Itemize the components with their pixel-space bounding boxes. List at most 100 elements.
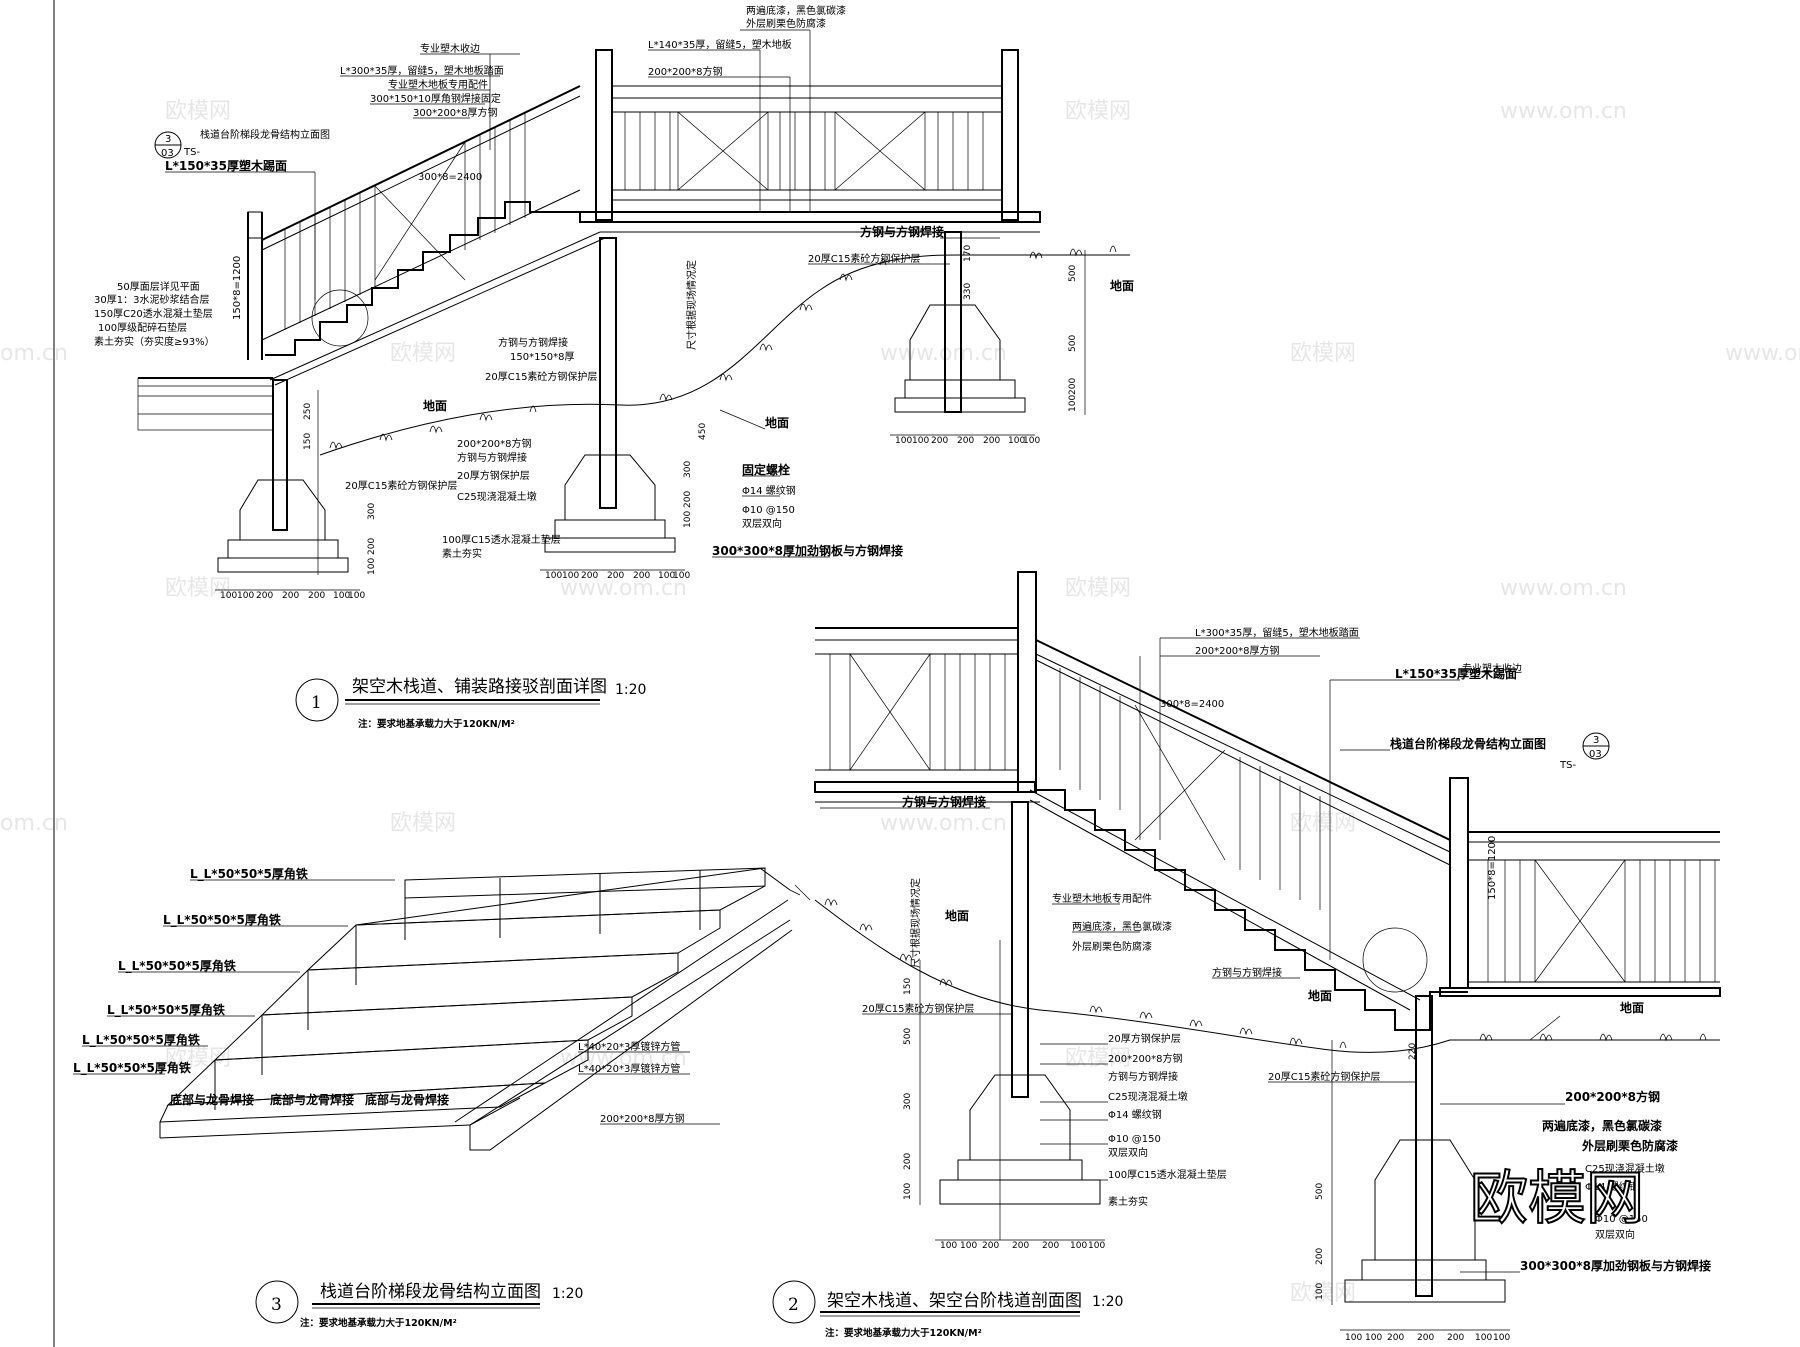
watermark-text: www.om.cn [1500, 99, 1627, 124]
label: 地面 [1110, 278, 1134, 293]
leader-lines [165, 29, 1000, 558]
label: 200*200*8方钢 [1565, 1089, 1660, 1104]
svg-text:150: 150 [303, 433, 313, 450]
drawing-title: 架空木栈道、架空台阶栈道剖面图 [827, 1291, 1082, 1311]
svg-text:200: 200 [1447, 1333, 1464, 1343]
label: 20厚方钢保护层 [457, 469, 530, 482]
svg-text:200: 200 [256, 591, 273, 601]
svg-text:170: 170 [963, 245, 973, 262]
label: 方钢与方钢焊接 [457, 451, 527, 464]
watermark-text: 欧模网 [390, 341, 456, 366]
svg-text:450: 450 [698, 423, 708, 440]
callout-prefix: TS- [183, 147, 200, 158]
label: 方钢与方钢焊接 [498, 336, 568, 349]
label: 栈道台阶梯段龙骨结构立面图 [1390, 736, 1546, 751]
label: 100厚C15透水混凝土垫层 [1108, 1168, 1227, 1181]
label: L_L*50*50*5厚角铁 [107, 1002, 225, 1018]
watermark-text: 欧模网 [1065, 576, 1131, 601]
label: 栈道台阶梯段龙骨结构立面图 [200, 128, 330, 141]
drawing-title: 架空木栈道、铺装路接驳剖面详图 [352, 677, 607, 697]
watermark-text: 欧模网 [390, 1281, 456, 1306]
label: 底部与龙骨焊接 [170, 1092, 254, 1107]
watermark-layer: 欧模网 欧模网 www.om.cn 欧模网 欧模网 www.om.cn om.c… [0, 99, 1800, 1306]
label: 150*8=1200 [1487, 836, 1498, 900]
svg-text:200: 200 [1068, 378, 1078, 395]
callout-number: 3 [165, 134, 171, 145]
svg-text:100: 100 [940, 1241, 957, 1251]
svg-text:150: 150 [903, 978, 913, 995]
concrete-pier [1374, 1139, 1476, 1261]
svg-text:200: 200 [633, 571, 650, 581]
steel-column [1415, 995, 1433, 1297]
watermark-text: 欧模网 [165, 1046, 231, 1071]
watermark-text: www.om.cn [1725, 341, 1800, 366]
svg-text:100: 100 [1345, 1333, 1362, 1343]
label: 20厚C15素砼方钢保护层 [485, 370, 597, 383]
concrete-footing [1361, 1259, 1487, 1281]
label: L_L*50*50*5厚角铁 [190, 866, 308, 882]
drawing-2-dims: 150 500 300 200 100 220 500 200 100 100 … [903, 940, 1510, 1343]
drawing-note: 注：要求地基承载力大于120KN/M² [300, 1317, 457, 1329]
svg-text:100: 100 [1008, 436, 1025, 446]
callout-sheet: 03 [161, 148, 174, 159]
stair-stringer [1029, 789, 1421, 1001]
svg-text:200: 200 [983, 436, 1000, 446]
label: 300*300*8厚加劲钢板与方钢焊接 [1520, 1258, 1711, 1273]
label: Φ10 @150 [1108, 1134, 1161, 1145]
drawing-1-labels: 专业塑木收边 L*300*35厚，留缝5，塑木地板踏面 专业塑木地板专用配件 3… [94, 4, 1134, 560]
grass-symbols [329, 245, 1117, 450]
svg-text:100: 100 [1315, 1283, 1325, 1300]
callout-number: 3 [1593, 735, 1599, 746]
svg-text:200: 200 [1387, 1333, 1404, 1343]
drawing-note: 注：要求地基承载力大于120KN/M² [825, 1327, 982, 1339]
svg-text:100: 100 [237, 591, 254, 601]
label: 外层刷栗色防腐漆 [1582, 1138, 1678, 1153]
label: 20厚C15素砼方钢保护层 [1268, 1070, 1380, 1083]
drawing-3-labels: L_L*50*50*5厚角铁 L_L*50*50*5厚角铁 L_L*50*50*… [73, 866, 685, 1125]
drawing-3-elevation: L_L*50*50*5厚角铁 L_L*50*50*5厚角铁 L_L*50*50*… [73, 866, 811, 1329]
drawing-number-circle [772, 1280, 816, 1324]
railing-post [1449, 777, 1469, 989]
label: 300*8=2400 [1160, 699, 1224, 710]
concrete-footing [957, 1159, 1083, 1181]
grass-symbols [824, 898, 1707, 1049]
svg-text:200: 200 [308, 591, 325, 601]
svg-text:100: 100 [895, 436, 912, 446]
label: 300*300*8厚加劲钢板与方钢焊接 [712, 543, 903, 558]
label: 50厚面层详见平面 [117, 280, 200, 293]
label: L*40*20*3厚镀锌方管 [578, 1062, 680, 1075]
drawing-number: 2 [788, 1295, 799, 1315]
label: 20厚C15素砼方钢保护层 [345, 479, 457, 492]
watermark-text: 欧模网 [1065, 1046, 1131, 1071]
svg-text:100: 100 [1070, 1241, 1087, 1251]
label: 素土夯实（夯实度≥93%） [94, 335, 215, 348]
drawing-2-title-block: 2 架空木栈道、架空台阶栈道剖面图 1:20 注：要求地基承载力大于120KN/… [772, 1280, 1123, 1339]
stair-frame [159, 867, 793, 1151]
watermark-text: www.om.cn [880, 811, 1007, 836]
stair-handrail [1035, 639, 1451, 841]
label: 两遍底漆，黑色氯碳漆 [1072, 920, 1172, 933]
label: 底部与龙骨焊接 [270, 1092, 354, 1107]
label: 地面 [1620, 1000, 1644, 1015]
drawing-1-dims: 250 150 300 200 100 450 300 200 100 330 … [215, 245, 1086, 601]
svg-text:100: 100 [333, 591, 350, 601]
stair-stringer [269, 231, 601, 381]
label: 素土夯实 [1108, 1195, 1148, 1208]
label: 200*200*8方钢 [457, 437, 532, 450]
deck-board [579, 211, 1041, 223]
label: 20厚方钢保护层 [1108, 1032, 1181, 1045]
drawing-number-circle [255, 1280, 299, 1324]
concrete-pier [969, 1074, 1071, 1161]
drawing-2-section: 3 03 TS- L*300*35厚，留缝5，塑木地板踏面 200*200*8厚… [772, 571, 1721, 1343]
label: L*40*20*3厚镀锌方管 [578, 1040, 680, 1053]
svg-text:200: 200 [367, 538, 377, 555]
steel-column [1011, 801, 1029, 1098]
steel-column [944, 231, 962, 413]
drawing-1-section: 3 03 TS- 专业塑木收边 L*300*35厚，留缝5，塑木地板踏面 专业塑… [94, 4, 1134, 730]
railing-post [1017, 571, 1037, 793]
label: 方钢与方钢焊接 [1108, 1070, 1178, 1083]
svg-text:250: 250 [303, 403, 313, 420]
label: 专业塑木收边 [420, 42, 480, 55]
label: 双层双向 [742, 517, 782, 530]
stair-steps [1036, 789, 1468, 1031]
